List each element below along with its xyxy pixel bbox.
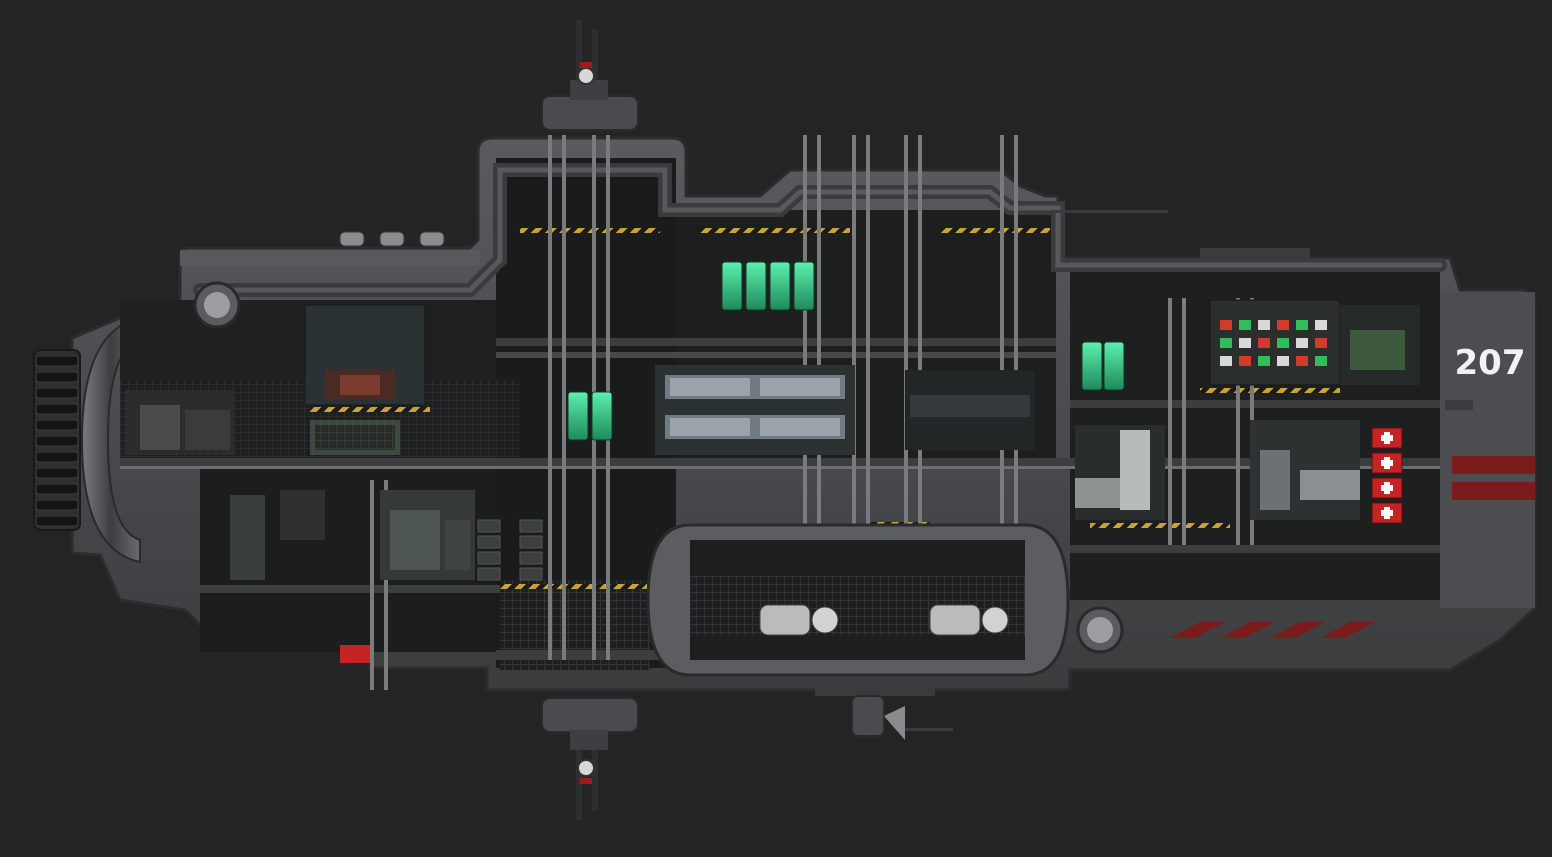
bottom-turret xyxy=(541,697,639,820)
console-button xyxy=(1258,356,1270,366)
console-button xyxy=(1258,320,1270,330)
bridge xyxy=(1209,299,1420,386)
conduit-network xyxy=(193,163,1447,297)
console-button xyxy=(1277,320,1289,330)
ladder-rail xyxy=(1168,298,1172,545)
top-turret xyxy=(541,20,639,131)
console-button xyxy=(1277,356,1289,366)
cryo-bay xyxy=(567,261,1125,441)
console-button xyxy=(1296,320,1308,330)
cargo-hold xyxy=(646,523,1070,677)
console-button xyxy=(1239,356,1251,366)
exhaust-fin xyxy=(35,387,79,399)
console-button xyxy=(1296,356,1308,366)
console-button xyxy=(1315,320,1327,330)
console-button xyxy=(1296,338,1308,348)
exhaust-fin xyxy=(35,467,79,479)
locker xyxy=(477,551,501,565)
exhaust-fin xyxy=(35,483,79,495)
console-button xyxy=(1220,356,1232,366)
medical-cross-h xyxy=(1381,435,1393,441)
ladder-rail xyxy=(1236,298,1240,545)
dome-tank-icon xyxy=(339,231,365,247)
dome-tank-icon xyxy=(419,231,445,247)
console-button xyxy=(1239,338,1251,348)
exhaust-fin xyxy=(35,371,79,383)
locker xyxy=(519,519,543,533)
antennas xyxy=(1050,210,1473,410)
engine-exhaust xyxy=(33,349,81,531)
console-button xyxy=(1220,320,1232,330)
exhaust-fin xyxy=(35,419,79,431)
exhaust-fin xyxy=(35,403,79,415)
medical-cross-h xyxy=(1381,460,1393,466)
ladder-rail xyxy=(866,135,870,660)
observation-room xyxy=(905,370,1035,450)
crew-quarters xyxy=(655,365,855,455)
ladder-rail xyxy=(548,135,552,660)
exhaust-fin xyxy=(35,355,79,367)
locker xyxy=(477,519,501,533)
dome-tank-icon xyxy=(379,231,405,247)
pressure-tank-cap xyxy=(811,606,839,634)
cryo-pod-icon xyxy=(567,391,589,441)
cryo-pod-icon xyxy=(769,261,791,311)
medical-cross-icon xyxy=(340,645,370,663)
portholes xyxy=(193,281,1124,654)
hull-top-strip xyxy=(180,250,480,266)
medbay xyxy=(340,420,1403,663)
cryo-pod-icon xyxy=(721,261,743,311)
exhaust-fin xyxy=(35,435,79,447)
pressure-tank xyxy=(929,604,981,636)
medical-cross-h xyxy=(1381,510,1393,516)
lab-room xyxy=(1075,425,1165,520)
reactor-room xyxy=(304,304,426,455)
dome-tanks xyxy=(339,231,445,247)
locker xyxy=(477,567,501,581)
console-button xyxy=(1277,338,1289,348)
console-button xyxy=(1220,338,1232,348)
console-button xyxy=(1239,320,1251,330)
cryo-pod-icon xyxy=(1103,341,1125,391)
porthole-glass xyxy=(204,292,230,318)
locker xyxy=(519,535,543,549)
ladder-rail xyxy=(1182,298,1186,545)
cryo-pod-icon xyxy=(591,391,613,441)
exhaust-fin xyxy=(35,499,79,511)
cryo-pod-icon xyxy=(793,261,815,311)
console-button xyxy=(1315,356,1327,366)
pressure-tank-cap xyxy=(981,606,1009,634)
ladder-rail xyxy=(370,480,374,690)
locker xyxy=(477,535,501,549)
console-button xyxy=(1258,338,1270,348)
engine-bay xyxy=(125,390,235,455)
hull-stripes xyxy=(1170,456,1535,638)
medical-cross-h xyxy=(1381,485,1393,491)
ladder-rail xyxy=(562,135,566,660)
locker xyxy=(519,567,543,581)
porthole-glass xyxy=(1087,617,1113,643)
locker xyxy=(519,551,543,565)
engine-ring xyxy=(80,316,141,564)
hull-number: 207 xyxy=(1455,343,1526,383)
pressure-tank xyxy=(759,604,811,636)
cryo-pod-icon xyxy=(1081,341,1103,391)
console-button xyxy=(1315,338,1327,348)
exhaust-fin xyxy=(35,515,79,527)
hull-stern-panel xyxy=(1440,292,1535,608)
ladder-rail xyxy=(384,480,388,690)
machinery-room xyxy=(230,490,543,581)
exhaust-fin xyxy=(35,451,79,463)
cryo-pod-icon xyxy=(745,261,767,311)
sensor-pod xyxy=(815,686,953,740)
